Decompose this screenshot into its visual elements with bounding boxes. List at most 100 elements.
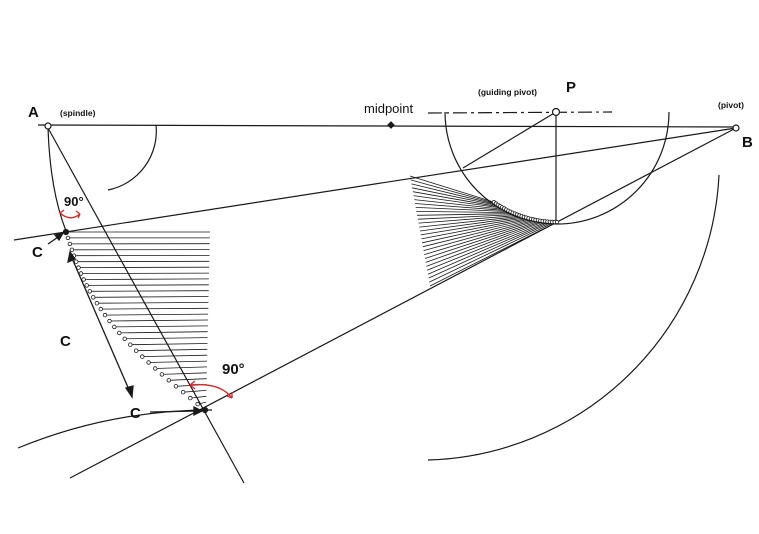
- bead: [117, 330, 122, 336]
- hatch-line: [417, 214, 518, 220]
- bead: [112, 324, 117, 330]
- hatch-line: [413, 195, 505, 209]
- bead: [554, 219, 560, 225]
- hatch-line: [96, 302, 209, 304]
- hatch-line: [109, 319, 209, 322]
- point-b-marker: [732, 124, 740, 132]
- hatch-line: [418, 215, 520, 224]
- hatch-line: [190, 395, 207, 399]
- c-length-arrowhead-bottom: [124, 385, 134, 399]
- label-point-b: B: [742, 134, 753, 151]
- hatch-line: [415, 207, 511, 213]
- bead: [173, 384, 179, 389]
- line-p-to-contact: [462, 111, 557, 169]
- lower-c-marker: [201, 406, 209, 414]
- label-point-p: P: [566, 79, 576, 96]
- angle-lower-head-right: [226, 392, 233, 399]
- hatch-line: [425, 220, 543, 263]
- hatch-line: [424, 219, 539, 255]
- angle-marks: [59, 209, 233, 399]
- label-spindle: (spindle): [60, 108, 96, 118]
- bead: [87, 289, 92, 294]
- hatch-line: [412, 187, 500, 207]
- bead: [166, 378, 171, 383]
- hatch-line: [417, 213, 515, 216]
- midpoint-marker: [387, 121, 395, 129]
- bead: [65, 235, 71, 241]
- bead: [122, 336, 127, 341]
- arc-pivot-large: [427, 174, 720, 461]
- line-lower-c-to-b: [69, 127, 737, 479]
- c-lower-arrow: [149, 410, 199, 413]
- c-lower-arrowhead: [193, 405, 204, 417]
- bead: [94, 301, 100, 306]
- hatch-line: [130, 343, 208, 346]
- hatch-line: [411, 183, 498, 206]
- hatch-line: [114, 325, 208, 328]
- hatch-line: [83, 278, 209, 280]
- beads-right-curve: [491, 200, 560, 225]
- bead: [128, 342, 133, 347]
- label-point-a: A: [28, 104, 39, 121]
- hatch-line: [420, 217, 527, 236]
- label-guiding-pivot: (guiding pivot): [478, 87, 537, 97]
- arc-lower-left: [17, 409, 213, 449]
- c-length-arrow: [70, 255, 131, 393]
- bead: [69, 247, 75, 252]
- bead: [73, 259, 79, 264]
- hatch-line: [422, 218, 531, 244]
- baseline-a-b: [37, 124, 739, 128]
- bead: [188, 395, 193, 401]
- hatch-lines-right: [409, 175, 558, 287]
- hatch-line: [426, 221, 548, 271]
- bead: [84, 283, 89, 288]
- hatch-line: [429, 221, 555, 283]
- hatch-line: [426, 220, 546, 267]
- hatch-line: [89, 290, 209, 292]
- points: [44, 107, 740, 414]
- bead: [67, 241, 73, 247]
- c-upper-arrowhead: [53, 231, 65, 242]
- point-p-marker: [551, 107, 561, 117]
- upper-c-marker: [62, 228, 70, 236]
- c-length-arrowhead-top: [67, 250, 76, 264]
- angle-lower-arc: [189, 383, 233, 399]
- label-angle-lower: 90°: [222, 361, 245, 378]
- label-c-upper: C: [32, 244, 43, 261]
- bead: [107, 318, 112, 324]
- construction-lines: [13, 111, 739, 484]
- hatch-line: [414, 199, 507, 210]
- hatch-line: [410, 179, 497, 204]
- guide-dash-line: [427, 111, 613, 114]
- line-upper-c-to-b: [13, 127, 737, 241]
- bead: [133, 348, 139, 353]
- label-angle-upper: 90°: [64, 194, 84, 209]
- line-a-to-lower-c: [47, 127, 245, 484]
- hatch-line: [429, 221, 558, 287]
- hatch-line: [183, 390, 207, 393]
- hatch-line: [422, 219, 534, 248]
- bead: [180, 390, 186, 395]
- angle-lower-head-left: [189, 380, 196, 390]
- point-a-marker: [44, 122, 52, 130]
- hatch-line: [93, 296, 209, 298]
- hatch-line: [104, 313, 209, 316]
- label-c-middle: C: [60, 333, 71, 350]
- label-midpoint: midpoint: [364, 101, 414, 116]
- hatch-line: [136, 348, 208, 352]
- hatch-lines-left: [66, 231, 210, 411]
- hatch-line: [421, 217, 529, 240]
- bead: [146, 360, 151, 365]
- bead: [159, 372, 165, 377]
- hatch-line: [416, 211, 513, 214]
- hatch-line: [168, 378, 207, 381]
- arc-spindle: [107, 124, 157, 191]
- hatch-line: [419, 216, 524, 232]
- hatch-line: [419, 215, 522, 228]
- bead: [102, 312, 108, 318]
- hatch-line: [124, 337, 208, 340]
- hatch-line: [428, 221, 553, 279]
- label-pivot: (pivot): [718, 100, 744, 110]
- hatch-line: [427, 221, 550, 275]
